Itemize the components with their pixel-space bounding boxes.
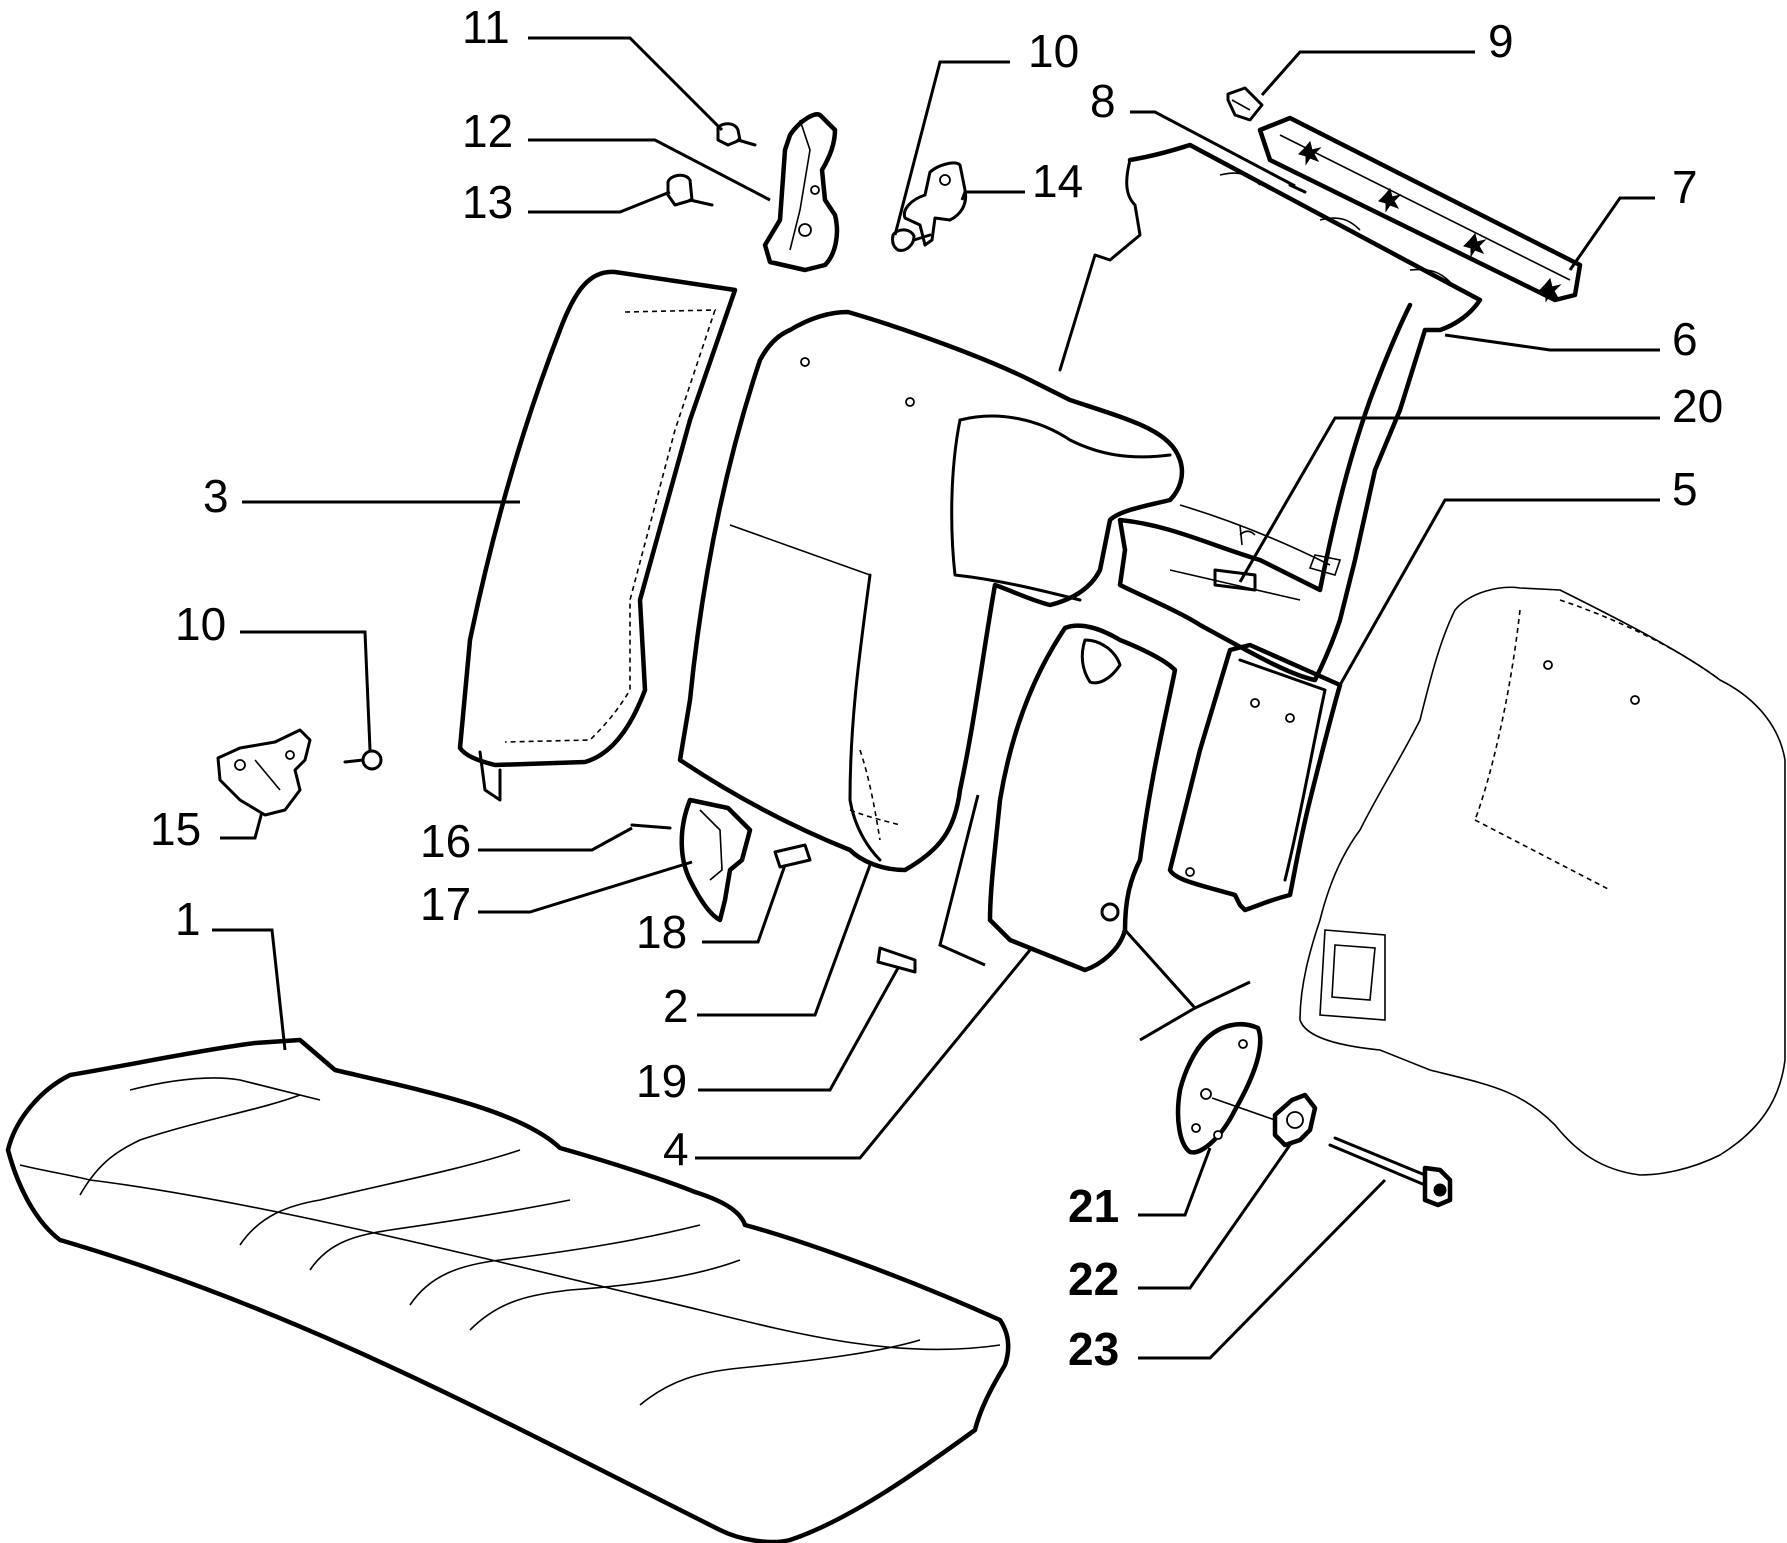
- callout-15: 15: [150, 803, 201, 855]
- callout-11: 11: [462, 1, 510, 53]
- part-1-seat-cushion: [5, 1037, 1011, 1543]
- part-7-top-trim-strip: [1257, 115, 1583, 303]
- callout-17: 17: [420, 878, 471, 930]
- callout-4: 4: [663, 1123, 689, 1175]
- callout-19: 19: [636, 1055, 687, 1107]
- part-10-bolt-left: [343, 749, 383, 771]
- part-11-bolt: [716, 122, 757, 147]
- part-3-backrest-side-panel: [457, 269, 738, 802]
- callout-14: 14: [1032, 155, 1083, 207]
- callout-18: 18: [636, 906, 687, 958]
- callout-21: 21: [1068, 1180, 1119, 1232]
- part-4-side-bolster: [987, 623, 1178, 973]
- part-23-bolt: [1211, 1097, 1453, 1208]
- part-18-button: [773, 843, 812, 869]
- callout-20: 20: [1672, 380, 1723, 432]
- part-6-rear-shell: [1058, 142, 1483, 683]
- callout-1: 1: [175, 893, 201, 945]
- part-21-washer-plate: [1175, 1022, 1263, 1155]
- callout-6: 6: [1672, 313, 1698, 365]
- callout-3: 3: [203, 470, 229, 522]
- callout-12: 12: [462, 105, 513, 157]
- callout-16: 16: [420, 815, 471, 867]
- callout-7: 7: [1672, 161, 1698, 213]
- callout-5: 5: [1672, 463, 1698, 515]
- callout-2: 2: [663, 980, 689, 1032]
- callout-8: 8: [1090, 75, 1116, 127]
- callout-23: 23: [1068, 1323, 1119, 1375]
- part-14-bracket: [902, 161, 968, 247]
- part-22-nut: [1272, 1092, 1318, 1148]
- callout-10-left: 10: [175, 598, 226, 650]
- part-15-bracket: [216, 728, 312, 817]
- callout-9: 9: [1488, 15, 1514, 67]
- part-5-trim-panel: [1167, 642, 1343, 913]
- callout-labels: 1 2 3 4 5 6 7 8 9 10 10 11 12 13 14 15 1…: [150, 1, 1723, 1375]
- right-backrest-outline: [1299, 586, 1786, 1176]
- part-16-screw: [630, 823, 672, 830]
- part-12-hinge-bracket: [762, 112, 840, 273]
- part-10-bolt-top: [891, 228, 932, 252]
- callout-13: 13: [462, 176, 513, 228]
- part-17-handle-bezel: [679, 797, 753, 923]
- part-19-label: [876, 946, 917, 974]
- part-13-bolt: [666, 173, 714, 207]
- callout-22: 22: [1068, 1253, 1119, 1305]
- part-9-clip: [1226, 86, 1264, 122]
- part-2-backrest-cushion: [677, 309, 1185, 873]
- leader-lines: [212, 36, 1660, 1360]
- callout-10-top: 10: [1028, 25, 1079, 77]
